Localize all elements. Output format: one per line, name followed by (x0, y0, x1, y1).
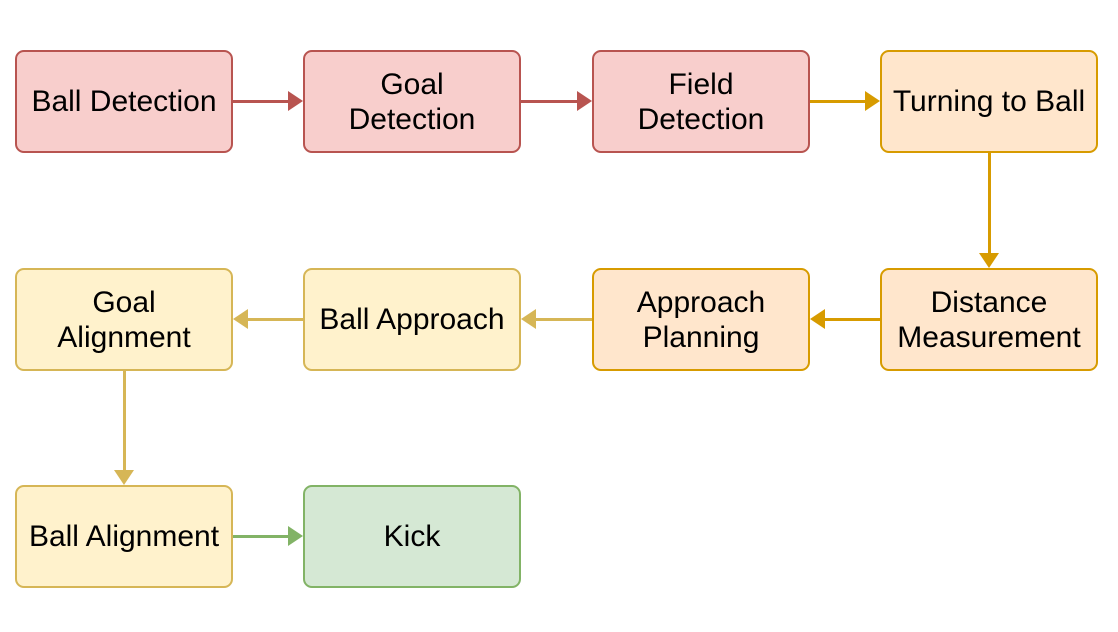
arrowhead-down-icon (114, 470, 134, 485)
edge-ball-alignment-to-kick (233, 526, 303, 546)
edge-shaft (122, 371, 126, 473)
edge-turning-to-ball-to-distance-measurement (979, 153, 999, 268)
node-field-detection: Field Detection (592, 50, 810, 153)
edge-distance-measurement-to-approach-planning (810, 309, 880, 329)
node-ball-detection: Ball Detection (15, 50, 233, 153)
edge-goal-alignment-to-ball-alignment (114, 371, 134, 485)
arrowhead-left-icon (233, 309, 248, 329)
node-goal-detection: Goal Detection (303, 50, 521, 153)
arrowhead-right-icon (288, 526, 303, 546)
edge-goal-detection-to-field-detection (521, 91, 592, 111)
edge-shaft (245, 317, 303, 321)
node-ball-detection-label: Ball Detection (31, 85, 217, 118)
arrowhead-right-icon (288, 91, 303, 111)
node-field-detection-label: Field Detection (637, 67, 765, 136)
node-distance-measurement: Distance Measurement (880, 268, 1098, 371)
edge-shaft (521, 99, 580, 103)
node-turning-to-ball: Turning to Ball (880, 50, 1098, 153)
edge-ball-approach-to-goal-alignment (233, 309, 303, 329)
edge-shaft (533, 317, 592, 321)
edge-ball-detection-to-goal-detection (233, 91, 303, 111)
edge-approach-planning-to-ball-approach (521, 309, 592, 329)
node-goal-alignment: Goal Alignment (15, 268, 233, 371)
edge-field-detection-to-turning-to-ball (810, 91, 880, 111)
arrowhead-left-icon (810, 309, 825, 329)
node-ball-approach: Ball Approach (303, 268, 521, 371)
edge-shaft (810, 99, 868, 103)
arrowhead-right-icon (577, 91, 592, 111)
node-goal-detection-label: Goal Detection (348, 67, 476, 136)
node-turning-to-ball-label: Turning to Ball (892, 85, 1086, 118)
node-kick: Kick (303, 485, 521, 588)
node-ball-alignment: Ball Alignment (15, 485, 233, 588)
node-kick-label: Kick (383, 520, 441, 553)
edge-shaft (233, 99, 291, 103)
arrowhead-down-icon (979, 253, 999, 268)
node-approach-planning: Approach Planning (592, 268, 810, 371)
node-approach-planning-label: Approach Planning (636, 285, 766, 354)
node-ball-alignment-label: Ball Alignment (28, 520, 220, 553)
edge-shaft (822, 317, 880, 321)
arrowhead-left-icon (521, 309, 536, 329)
arrowhead-right-icon (865, 91, 880, 111)
edge-shaft (233, 534, 291, 538)
node-distance-measurement-label: Distance Measurement (897, 285, 1081, 354)
node-ball-approach-label: Ball Approach (319, 303, 505, 336)
node-goal-alignment-label: Goal Alignment (57, 285, 191, 354)
edge-shaft (987, 153, 991, 256)
